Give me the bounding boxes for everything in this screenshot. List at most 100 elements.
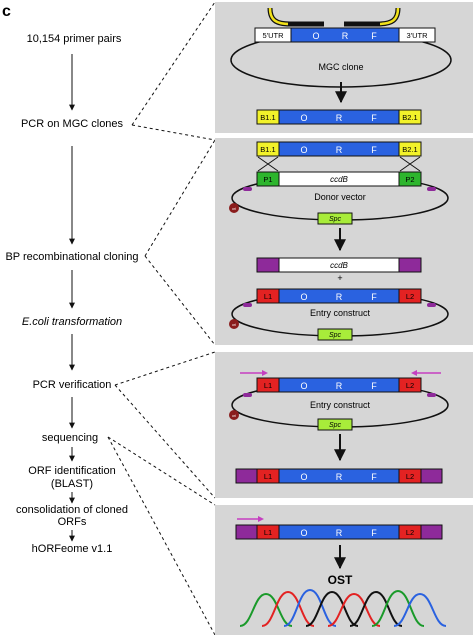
b21-label: B2.1 (402, 113, 417, 122)
sequencing-primer-arrowhead (258, 516, 264, 522)
trace-peak (239, 592, 293, 627)
attp-marker (427, 303, 436, 307)
ori-label: ori (232, 323, 236, 327)
end-segment (235, 524, 258, 540)
b11-label: B1.1 (260, 113, 275, 122)
orf-letter: R (342, 31, 349, 41)
attp-marker (243, 393, 252, 397)
l2-segment (398, 288, 422, 304)
step-sequencing: sequencing (42, 432, 98, 444)
primer-reverse-tail (377, 7, 400, 26)
trace-peak (305, 590, 359, 627)
l1-label: L1 (264, 472, 272, 481)
donor-vector-label: Donor vector (314, 192, 366, 202)
p2-segment (398, 171, 422, 187)
orf-letter: O (300, 381, 307, 391)
p2-label: P2 (405, 175, 414, 184)
ccdb-label: ccdB (330, 175, 348, 184)
end-segment (420, 524, 443, 540)
b21-label: B2.1 (402, 145, 417, 154)
ost-label: OST (328, 573, 353, 587)
panel-letter: c (2, 3, 11, 20)
spc-segment (317, 328, 353, 341)
trace-peak (283, 588, 337, 627)
step-primer-pairs: 10,154 primer pairs (27, 33, 122, 45)
spc-label: Spc (329, 216, 342, 223)
panel-sequencing: L1 O R F L2 OST (215, 505, 473, 635)
step-bp-cloning: BP recombinational cloning (5, 251, 138, 263)
orf-letter: F (371, 145, 377, 155)
step-horfeome: hORFeome v1.1 (32, 543, 113, 555)
orf-letter: F (371, 31, 377, 41)
l2-label: L2 (406, 472, 414, 481)
forward-primer-arrowhead (262, 370, 268, 376)
ori-marker (229, 203, 239, 213)
p1-label: P1 (263, 175, 272, 184)
attp-marker (427, 187, 436, 191)
step-consolidation: consolidation of cloned (16, 504, 128, 516)
recombination-cross-right (399, 156, 421, 172)
orf-letter: F (371, 528, 377, 538)
orf-letter: O (300, 292, 307, 302)
step-blast: (BLAST) (51, 478, 93, 490)
l1-label: L1 (264, 381, 272, 390)
recombination-cross-left (257, 156, 279, 172)
end-segment (235, 468, 258, 484)
b11-label: B1.1 (260, 145, 275, 154)
orf-letter: R (336, 292, 343, 302)
spc-label: Spc (329, 332, 342, 339)
primer-forward-tail (268, 7, 291, 26)
attp-marker (427, 393, 436, 397)
utr3-segment (398, 27, 436, 43)
panel-bp-cloning: B1.1 O R F B2.1 P1 ccdB P2 Donor vector … (215, 138, 473, 345)
b21-segment (398, 141, 422, 157)
orf-letter: O (300, 472, 307, 482)
orf-letter: R (336, 113, 343, 123)
step-orf-identification: ORF identification (28, 465, 115, 477)
utr5-label: 5'UTR (262, 31, 284, 40)
trace-peak (393, 592, 447, 627)
panel-pcr-verification: L1 O R F L2 Entry construct ori Spc L1 O… (215, 352, 473, 498)
trace-peak (261, 590, 315, 627)
l1-label: L1 (264, 528, 272, 537)
spc-label: Spc (329, 422, 342, 429)
spc-segment (317, 418, 353, 431)
step-pcr-mgc: PCR on MGC clones (21, 118, 124, 130)
workflow-steps: 10,154 primer pairs PCR on MGC clones BP… (5, 33, 138, 555)
ori-label: ori (232, 414, 236, 418)
trace-peak (327, 592, 381, 627)
end-segment (420, 468, 443, 484)
orf-letter: O (312, 31, 319, 41)
trace-peak (349, 590, 403, 627)
utr3-label: 3'UTR (406, 31, 428, 40)
dashed-connectors (107, 1, 216, 636)
entry-construct-label: Entry construct (310, 308, 371, 318)
ccdb-label: ccdB (330, 261, 348, 270)
orf-letter: O (300, 145, 307, 155)
orf-letter: F (371, 292, 377, 302)
ori-marker (229, 319, 239, 329)
l2-label: L2 (406, 292, 414, 301)
panel-pcr: 5'UTR O R F 3'UTR MGC clone B1.1 O R F B… (215, 2, 473, 133)
l2-label: L2 (406, 381, 414, 390)
orf-letter: O (300, 113, 307, 123)
reverse-primer-arrowhead (411, 370, 417, 376)
b21-segment (398, 109, 422, 125)
orf-letter: R (336, 528, 343, 538)
entry-construct-label: Entry construct (310, 400, 371, 410)
attr-segment (256, 257, 280, 273)
l1-label: L1 (264, 292, 272, 301)
l2-label: L2 (406, 528, 414, 537)
l2-segment (398, 377, 422, 393)
orf-letter: O (300, 528, 307, 538)
attp-marker (243, 187, 252, 191)
orf-letter: F (371, 113, 377, 123)
orf-letter: R (336, 145, 343, 155)
orf-letter: F (371, 381, 377, 391)
ori-label: ori (232, 207, 236, 211)
step-pcr-verification: PCR verification (33, 379, 112, 391)
orf-letter: R (336, 472, 343, 482)
orf-letter: F (371, 472, 377, 482)
